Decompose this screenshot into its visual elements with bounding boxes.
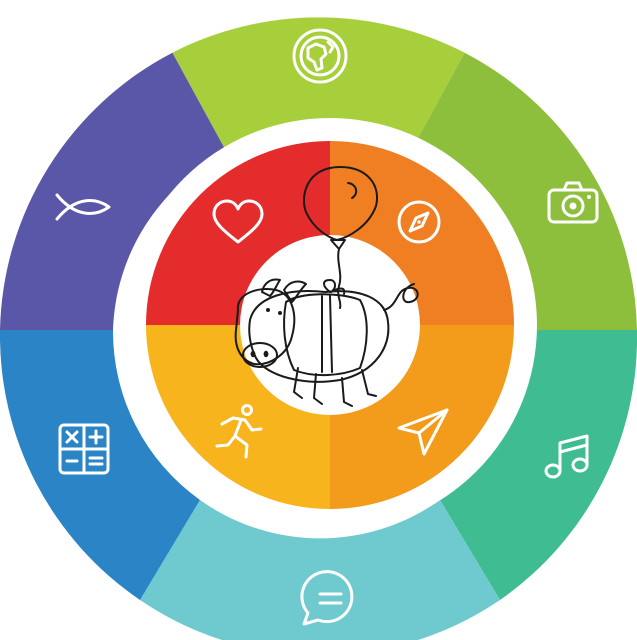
outer-segment-fish[interactable] [0,52,227,330]
paper-plane-icon[interactable] [397,408,449,456]
globe-icon[interactable] [292,28,348,84]
fish-icon[interactable] [55,193,111,221]
pig-with-balloon-icon [234,166,419,407]
camera-icon[interactable] [547,181,599,224]
outer-segment-globe[interactable] [172,17,465,152]
outer-segment-chat[interactable] [140,500,500,640]
outer-segment-camera[interactable] [410,52,637,330]
yellow-coat [283,293,368,377]
chat-bubble-icon[interactable] [300,570,354,626]
music-note-icon[interactable] [544,434,589,479]
outer-segment-music[interactable] [440,330,637,600]
running-person-icon[interactable] [215,404,263,459]
compass-icon[interactable] [397,200,441,244]
calculator-icon[interactable] [58,423,110,475]
heart-icon[interactable] [212,199,264,244]
balloon [302,166,379,309]
